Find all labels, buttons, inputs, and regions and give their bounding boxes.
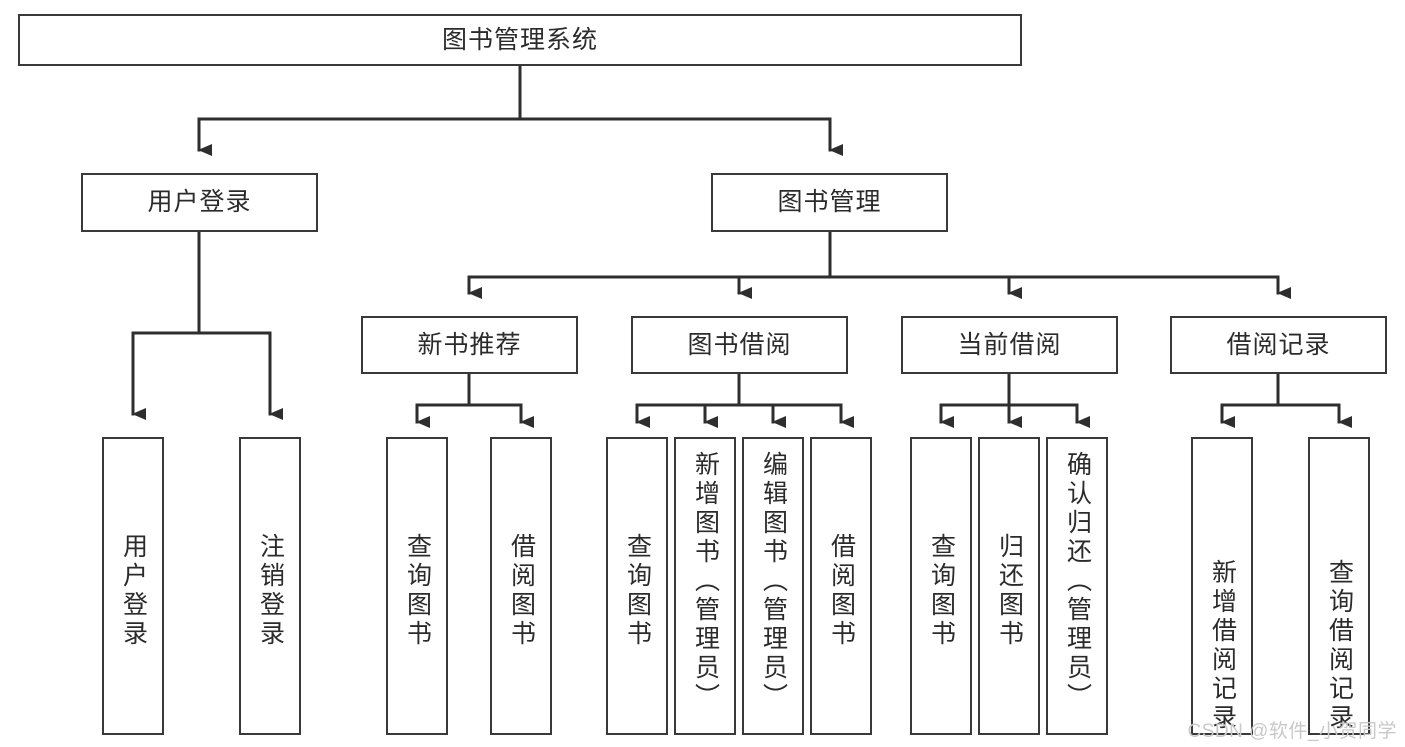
node-leaf-add-record-label: 新增借阅记录 bbox=[1208, 559, 1237, 733]
node-root[interactable]: 图书管理系统 bbox=[18, 14, 1022, 66]
node-user-login[interactable]: 用户登录 bbox=[81, 173, 318, 232]
node-new-book-recommend[interactable]: 新书推荐 bbox=[361, 316, 578, 374]
node-borrow-record[interactable]: 借阅记录 bbox=[1170, 316, 1387, 374]
node-leaf-borrow-book-2-label: 借阅图书 bbox=[827, 533, 856, 649]
node-leaf-confirm-return[interactable]: 确认归还（管理员） bbox=[1046, 437, 1108, 735]
node-leaf-logout-login[interactable]: 注销登录 bbox=[239, 437, 301, 735]
node-book-management[interactable]: 图书管理 bbox=[711, 173, 948, 232]
node-leaf-user-login[interactable]: 用户登录 bbox=[102, 437, 164, 735]
node-leaf-return-book[interactable]: 归还图书 bbox=[978, 437, 1040, 735]
node-leaf-user-login-label: 用户登录 bbox=[119, 533, 148, 649]
node-leaf-edit-book-label: 编辑图书（管理员） bbox=[759, 451, 788, 712]
node-leaf-query-book-2-label: 查询图书 bbox=[623, 533, 652, 649]
csdn-watermark: CSDN @软件_小贺同学 bbox=[1187, 721, 1397, 742]
node-current-borrow-label: 当前借阅 bbox=[957, 330, 1062, 359]
node-leaf-edit-book[interactable]: 编辑图书（管理员） bbox=[742, 437, 804, 735]
node-leaf-query-book-2[interactable]: 查询图书 bbox=[606, 437, 668, 735]
node-leaf-query-record[interactable]: 查询借阅记录 bbox=[1308, 437, 1370, 735]
node-leaf-return-book-label: 归还图书 bbox=[995, 533, 1024, 649]
node-leaf-query-record-label: 查询借阅记录 bbox=[1325, 559, 1354, 733]
node-leaf-add-book[interactable]: 新增图书（管理员） bbox=[674, 437, 736, 735]
node-borrow-record-label: 借阅记录 bbox=[1226, 330, 1331, 359]
node-root-label: 图书管理系统 bbox=[441, 25, 598, 54]
node-leaf-confirm-return-label: 确认归还（管理员） bbox=[1063, 451, 1092, 712]
node-leaf-borrow-book-1-label: 借阅图书 bbox=[507, 533, 536, 649]
node-leaf-query-book-3[interactable]: 查询图书 bbox=[910, 437, 972, 735]
node-leaf-query-book-1-label: 查询图书 bbox=[403, 533, 432, 649]
node-leaf-borrow-book-1[interactable]: 借阅图书 bbox=[490, 437, 552, 735]
node-leaf-add-book-label: 新增图书（管理员） bbox=[691, 451, 720, 712]
node-current-borrow[interactable]: 当前借阅 bbox=[901, 316, 1118, 374]
node-user-login-label: 用户登录 bbox=[147, 188, 252, 217]
node-book-borrow[interactable]: 图书借阅 bbox=[631, 316, 848, 374]
node-book-management-label: 图书管理 bbox=[777, 188, 882, 217]
node-leaf-borrow-book-2[interactable]: 借阅图书 bbox=[810, 437, 872, 735]
node-leaf-query-book-3-label: 查询图书 bbox=[927, 533, 956, 649]
node-leaf-logout-login-label: 注销登录 bbox=[256, 533, 285, 649]
node-new-book-recommend-label: 新书推荐 bbox=[417, 330, 522, 359]
node-book-borrow-label: 图书借阅 bbox=[687, 330, 792, 359]
node-leaf-add-record[interactable]: 新增借阅记录 bbox=[1191, 437, 1253, 735]
node-leaf-query-book-1[interactable]: 查询图书 bbox=[386, 437, 448, 735]
